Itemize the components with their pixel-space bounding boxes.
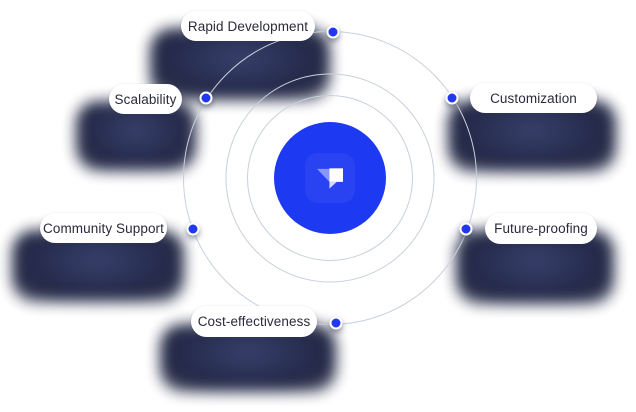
feature-pill-rapid-development: Rapid Development <box>181 11 315 41</box>
orbit-dot-scalability <box>199 91 213 105</box>
feature-pill-cost-effectiveness: Cost-effectiveness <box>191 306 317 337</box>
feature-pill-future-proofing: Future-proofing <box>485 213 597 244</box>
feature-pill-scalability: Scalability <box>109 84 182 114</box>
strapi-logo-icon <box>317 167 343 189</box>
orbit-dot-rapid-development <box>326 25 340 39</box>
orbit-dot-community-support <box>186 222 200 236</box>
feature-pill-label: Scalability <box>114 91 177 107</box>
feature-pill-label: Rapid Development <box>187 18 309 34</box>
center-disc <box>274 122 386 234</box>
feature-pill-label: Cost-effectiveness <box>197 314 311 329</box>
feature-pill-label: Customization <box>490 90 577 106</box>
logo-tile <box>305 153 355 203</box>
feature-pill-label: Community Support <box>43 220 164 236</box>
feature-pill-label: Future-proofing <box>494 221 588 236</box>
orbit-dot-customization <box>445 91 459 105</box>
orbit-dot-future-proofing <box>459 222 473 236</box>
feature-pill-community-support: Community Support <box>40 213 167 243</box>
feature-pill-customization: Customization <box>470 83 597 113</box>
orbit-dot-cost-effectiveness <box>329 316 343 330</box>
